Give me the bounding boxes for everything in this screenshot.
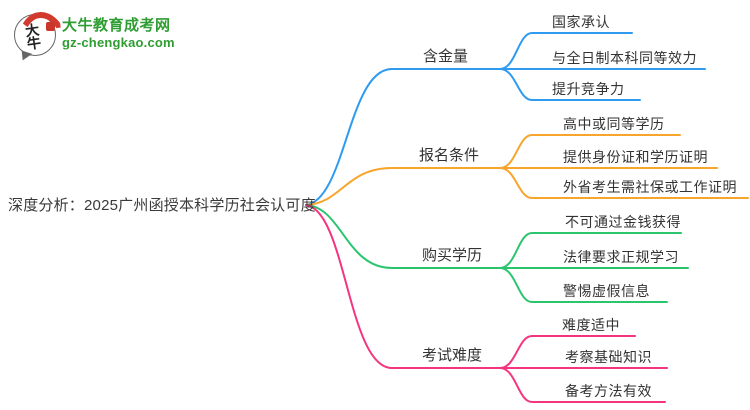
branch-lines-goumai xyxy=(305,204,689,303)
branch-label-baoming: 报名条件 xyxy=(419,147,480,164)
site-logo: 大牛 大牛教育成考网 gz-chengkao.com xyxy=(12,8,192,63)
subtopic-label: 法律要求正规学习 xyxy=(563,249,679,265)
branch-label-goumai: 购买学历 xyxy=(422,247,483,264)
logo-title: 大牛教育成考网 xyxy=(62,17,171,34)
logo-bubble-text: 大牛 xyxy=(23,22,43,50)
branch-lines-kaoshi xyxy=(305,204,668,403)
subtopic-label: 警惕虚假信息 xyxy=(563,283,650,299)
subtopic-label: 高中或同等学历 xyxy=(563,116,665,132)
subtopic-label: 外省考生需社保或工作证明 xyxy=(563,179,737,195)
logo-bubble-icon: 大牛 xyxy=(12,8,70,56)
subtopic-label: 不可通过金钱获得 xyxy=(565,214,681,230)
branch-label-kaoshi: 考试难度 xyxy=(422,347,483,364)
subtopic-label: 提升竞争力 xyxy=(552,81,625,97)
subtopic-label: 备考方法有效 xyxy=(565,383,652,399)
branch-lines-hanjinliang xyxy=(305,32,706,206)
logo-seal-icon xyxy=(46,22,55,31)
central-topic: 深度分析：2025广州函授本科学历社会认可度 xyxy=(8,197,316,214)
branch-label-hanjinliang: 含金量 xyxy=(423,48,469,65)
subtopic-label: 国家承认 xyxy=(552,14,610,30)
subtopic-label: 考察基础知识 xyxy=(565,349,652,365)
branch-lines-baoming xyxy=(305,134,749,206)
subtopic-label: 与全日制本科同等效力 xyxy=(552,50,697,66)
logo-url: gz-chengkao.com xyxy=(62,35,175,50)
subtopic-label: 提供身份证和学历证明 xyxy=(563,149,708,165)
subtopic-label: 难度适中 xyxy=(562,317,620,333)
